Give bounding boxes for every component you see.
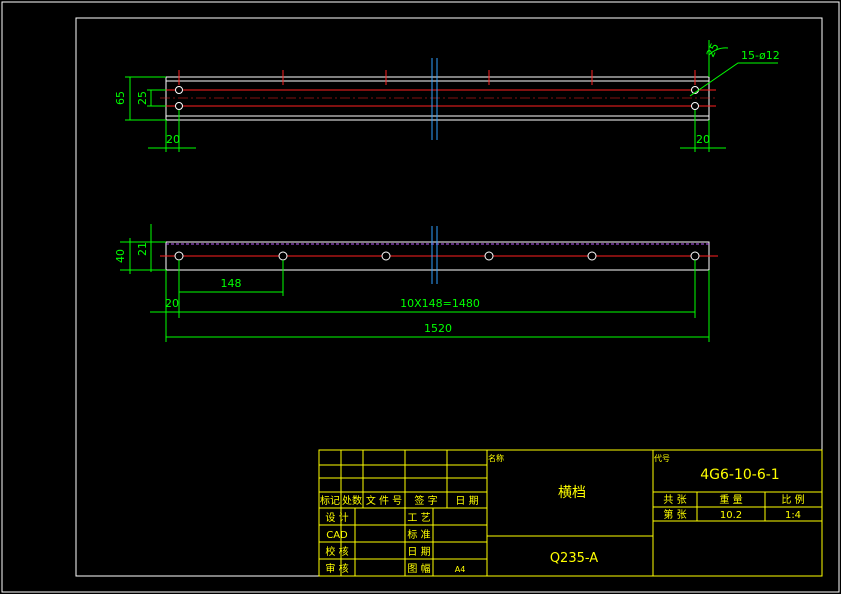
row-label-process: 工 艺 [407,512,430,524]
part-name: 横档 [558,485,586,501]
top-view-hole [691,102,699,110]
front-dim-21-label: 21 [136,242,149,256]
weight-value: 10.2 [720,510,742,521]
hole-callout-label: 15-ø12 [741,49,780,62]
hole-callout-leader [689,62,778,97]
front-view: 40 21 148 20 10X148=1480 1520 [114,224,718,342]
header-cell: 签 字 [414,494,437,507]
row-label-standard: 标 准 [407,529,430,541]
header-cell: 标记 [320,495,340,507]
front-dim-20-label: 20 [165,297,179,310]
front-dim-40-label: 40 [114,249,127,263]
front-view-hole [690,251,700,261]
row-label-sheet-format: 图 幅 [407,562,430,575]
top-dim-65-label: 65 [114,91,127,105]
sheet-size-value: A4 [455,565,466,574]
top-dim-chamfer-label: 25 [704,41,722,59]
chamfer-dim-arc [708,47,729,56]
material: Q235-A [550,551,598,566]
code-field-label: 代号 [654,453,670,463]
front-view-hole [381,251,391,261]
meta-header-sheets: 共 张 [663,494,686,506]
header-cell: 处数 [342,494,362,507]
drawing-number: 4G6-10-6-1 [700,467,779,483]
row-label-check: 校 核 [325,545,348,558]
title-block [318,449,823,577]
top-view-hole [175,86,183,94]
row-label-design: 设 计 [325,511,348,524]
title-block-border [318,449,823,577]
title-block-text: 标记 处数 文 件 号 签 字 日 期 设 计 CAD 校 核 审 核 工 艺 … [320,453,805,575]
name-field-label: 名称 [488,453,504,463]
front-view-hole [484,251,494,261]
row-label-date: 日 期 [407,546,430,558]
front-dim-148-label: 148 [221,277,242,290]
front-view-hole [587,251,597,261]
top-dim-20-left-label: 20 [166,133,180,146]
meta-row-sheet-no: 第 张 [663,508,686,521]
front-view-hole [278,251,288,261]
top-dim-20-right-label: 20 [696,133,710,146]
front-dim-pattern-label: 10X148=1480 [400,297,480,310]
scale-value: 1:4 [785,510,801,521]
meta-header-scale: 比 例 [781,493,804,506]
header-cell: 文 件 号 [366,494,402,507]
meta-header-weight: 重 量 [719,493,742,506]
row-label-cad: CAD [326,530,348,541]
front-view-hole [174,251,184,261]
top-view: 65 25 20 20 25 15-ø12 [114,40,780,152]
front-dim-1520-label: 1520 [424,322,452,335]
top-dim-25-label: 25 [136,91,149,105]
top-view-hole [175,102,183,110]
header-cell: 日 期 [455,495,478,507]
row-label-review: 审 核 [325,562,348,575]
